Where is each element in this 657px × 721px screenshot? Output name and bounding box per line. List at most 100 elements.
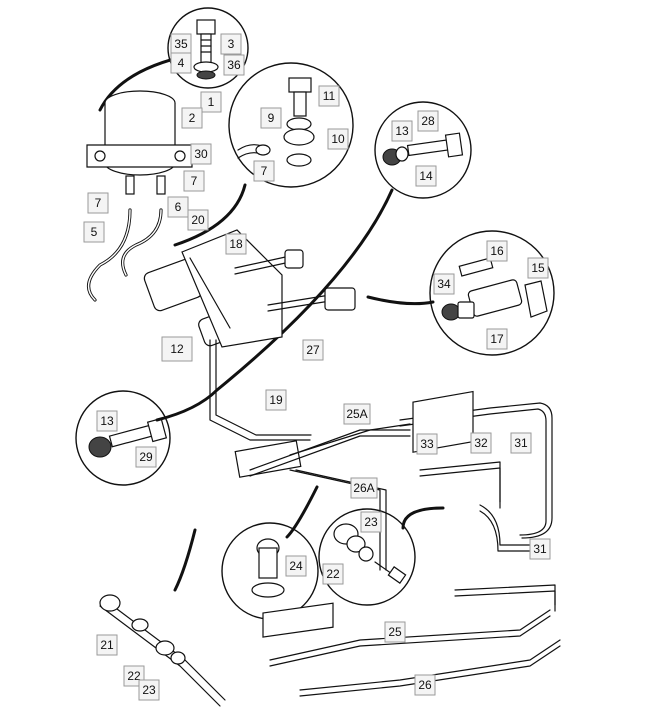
callout-number: 5 (91, 225, 98, 239)
callout-box (302, 339, 324, 361)
callout-15: 15 (527, 257, 549, 279)
callout-35: 35 (170, 33, 192, 55)
callout-32: 32 (470, 432, 492, 454)
callout-10: 10 (327, 128, 349, 150)
pushrods (234, 249, 356, 312)
reservoir (86, 90, 193, 195)
callout-14: 14 (415, 165, 437, 187)
callout-box (161, 336, 193, 362)
inset-leader-line (173, 183, 247, 247)
callout-number: 12 (170, 342, 184, 356)
callout-12: 12 (161, 336, 193, 362)
callout-number: 22 (127, 669, 141, 683)
callout-number: 23 (142, 683, 156, 697)
callout-box (183, 170, 205, 192)
callout-number: 14 (419, 169, 433, 183)
callout-13b: 13 (96, 410, 118, 432)
callout-4: 4 (170, 52, 192, 74)
callout-7a: 7 (87, 192, 109, 214)
callout-box (285, 555, 307, 577)
callout-box (253, 160, 275, 182)
callout-number: 4 (178, 56, 185, 70)
callout-number: 24 (289, 559, 303, 573)
inset-leader-line (401, 506, 445, 530)
callout-7c: 7 (253, 160, 275, 182)
callout-number: 15 (531, 261, 545, 275)
callout-number: 10 (331, 132, 345, 146)
callout-31a: 31 (510, 432, 532, 454)
callout-9: 9 (260, 107, 282, 129)
callout-number: 28 (421, 114, 435, 128)
callout-box (167, 196, 189, 218)
callout-7b: 7 (183, 170, 205, 192)
callout-26A: 26A (350, 477, 378, 499)
callout-box (223, 54, 245, 76)
callout-box (96, 410, 118, 432)
callout-number: 16 (490, 244, 504, 258)
callout-34: 34 (433, 273, 455, 295)
callout-number: 32 (474, 436, 488, 450)
callout-number: 19 (269, 393, 283, 407)
callout-5: 5 (83, 221, 105, 243)
callout-30: 30 (190, 143, 212, 165)
callout-16: 16 (486, 240, 508, 262)
callout-box (260, 107, 282, 129)
callout-1: 1 (200, 91, 222, 113)
callout-27: 27 (302, 339, 324, 361)
callout-box (181, 107, 203, 129)
callout-29: 29 (135, 446, 157, 468)
callout-36: 36 (223, 54, 245, 76)
inset-leader-line (285, 485, 319, 539)
callout-number: 6 (175, 200, 182, 214)
callout-box (350, 477, 378, 499)
callout-number: 11 (323, 89, 336, 103)
callout-3: 3 (220, 33, 242, 55)
callout-number: 21 (100, 638, 114, 652)
callout-box (391, 120, 413, 142)
callout-number: 25 (388, 625, 402, 639)
callout-box (170, 52, 192, 74)
callout-box (187, 209, 209, 231)
callout-19: 19 (265, 389, 287, 411)
callout-box (486, 240, 508, 262)
callout-box (322, 563, 344, 585)
callout-31b: 31 (529, 538, 551, 560)
callout-21: 21 (96, 634, 118, 656)
callout-6: 6 (167, 196, 189, 218)
clevis-inset (429, 230, 555, 356)
callout-box (527, 257, 549, 279)
callout-box (343, 403, 371, 425)
callout-box (414, 674, 436, 696)
callout-number: 13 (395, 124, 409, 138)
callout-number: 30 (194, 147, 208, 161)
callout-23b: 23 (138, 679, 160, 701)
callout-box (327, 128, 349, 150)
callout-box (470, 432, 492, 454)
callout-28: 28 (417, 110, 439, 132)
inset-leader-line (173, 528, 197, 592)
callout-box (384, 621, 406, 643)
callout-number: 36 (227, 58, 241, 72)
callout-number: 7 (95, 196, 102, 210)
callout-box (225, 233, 247, 255)
callout-23a: 23 (360, 511, 382, 533)
callout-box (83, 221, 105, 243)
callout-number: 7 (191, 174, 198, 188)
callout-box (529, 538, 551, 560)
callout-number: 2 (189, 111, 196, 125)
callout-box (360, 511, 382, 533)
master-cylinder (143, 229, 283, 348)
bolt-nut-inset (75, 390, 171, 486)
callout-number: 33 (420, 437, 434, 451)
callout-number: 20 (191, 213, 205, 227)
brake-pipes (99, 339, 561, 707)
callout-number: 7 (261, 164, 268, 178)
callout-25A: 25A (343, 403, 371, 425)
callout-box (96, 634, 118, 656)
callout-number: 29 (139, 450, 153, 464)
banjo-bolt-inset (228, 62, 354, 188)
callout-number: 35 (174, 37, 188, 51)
callout-box (190, 143, 212, 165)
